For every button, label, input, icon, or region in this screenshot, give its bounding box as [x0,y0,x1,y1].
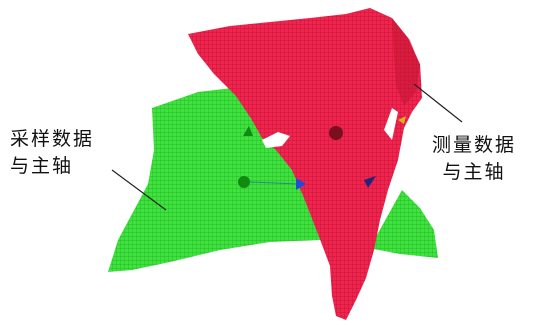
measured-label-line1: 测量数据 [432,132,516,159]
centroid-sampled-icon [238,176,250,188]
measured-label-leader-line [414,84,462,122]
sampled-label-line1: 采样数据 [10,126,94,153]
measured-data-label: 测量数据 与主轴 [432,132,516,186]
centroid-measured-icon [329,126,343,140]
sampled-data-label: 采样数据 与主轴 [10,126,94,180]
measured-label-line2: 与主轴 [432,159,516,186]
sampled-label-line2: 与主轴 [10,153,94,180]
